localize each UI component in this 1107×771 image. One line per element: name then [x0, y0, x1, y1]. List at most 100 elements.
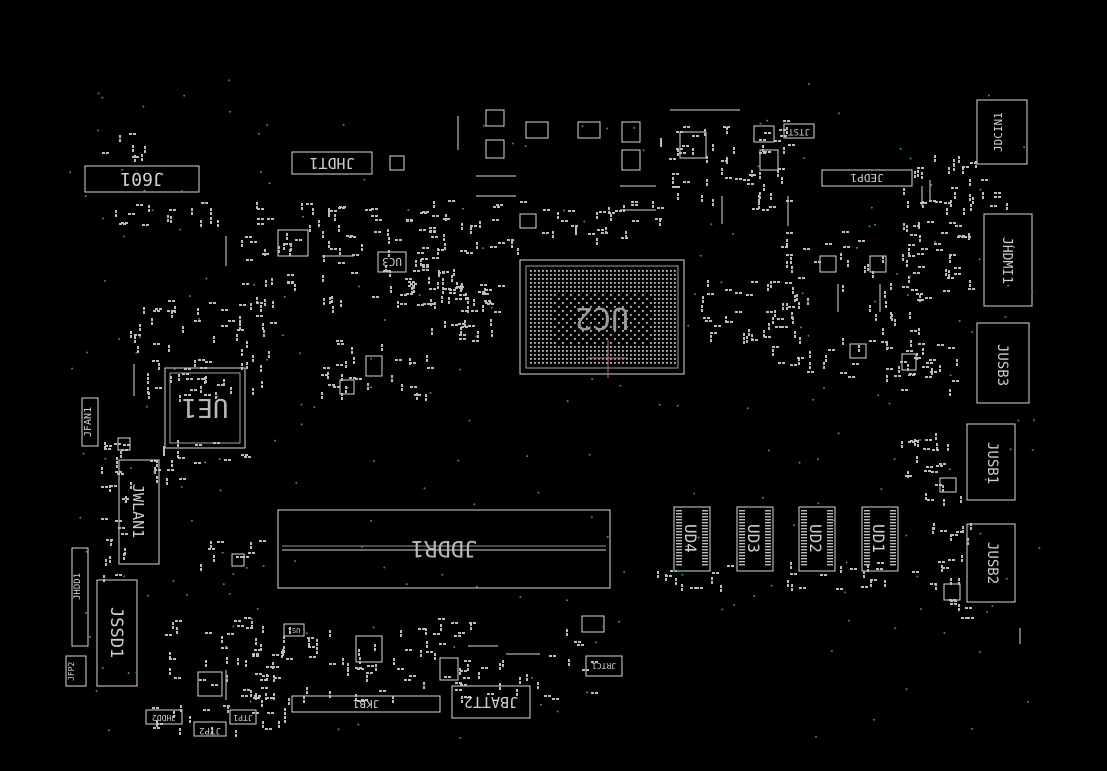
connector-jedp1-outline[interactable] [821, 169, 913, 187]
pad [827, 531, 833, 533]
pad [435, 236, 438, 238]
via [845, 561, 848, 564]
connector-jtp2-outline[interactable] [193, 721, 227, 737]
pad [479, 225, 481, 228]
connector-jhdt1-outline[interactable] [291, 151, 373, 175]
pad [191, 208, 193, 211]
pad [442, 291, 444, 294]
pad [542, 270, 544, 272]
connector-jhdd1-outline[interactable] [71, 547, 89, 647]
pad [914, 234, 917, 236]
pad [332, 306, 334, 309]
chip-uc3-outline[interactable] [377, 251, 407, 273]
connector-jrtc1-outline[interactable] [585, 655, 623, 677]
connector-jbatt2-outline[interactable] [451, 685, 531, 719]
pad [404, 294, 407, 296]
connector-jusb2-outline[interactable] [966, 523, 1016, 603]
via [823, 387, 825, 390]
pad [590, 346, 592, 348]
pad [725, 316, 727, 319]
chip-ud1-outline[interactable] [861, 506, 899, 572]
pad [661, 207, 664, 209]
pad [630, 290, 632, 292]
via [482, 124, 485, 127]
pad [574, 346, 576, 348]
pad [614, 362, 616, 364]
chip-ud3-outline[interactable] [736, 506, 774, 572]
via [123, 575, 126, 578]
pad [105, 486, 108, 488]
via [370, 357, 373, 360]
connector-jusb3-outline[interactable] [976, 322, 1030, 404]
via [173, 368, 176, 370]
pad [765, 558, 771, 560]
pad [209, 361, 212, 363]
via [676, 404, 679, 407]
pad [890, 558, 896, 560]
connector-jwlan1-outline[interactable] [118, 459, 160, 565]
pad [702, 564, 708, 566]
via [767, 519, 770, 522]
pad [618, 278, 620, 280]
pad [443, 218, 446, 220]
pad [530, 294, 532, 296]
connector-jkb1-outline[interactable] [291, 695, 441, 713]
pad [606, 322, 608, 324]
pad [586, 270, 588, 272]
pad [704, 133, 706, 136]
pad [625, 235, 627, 238]
chip-ud2-outline[interactable] [798, 506, 836, 572]
pad [809, 355, 811, 358]
pad [610, 342, 612, 344]
pad [918, 266, 921, 268]
pad [261, 704, 263, 707]
connector-jfp2-outline[interactable] [65, 655, 87, 687]
pad [105, 559, 107, 562]
pad [828, 349, 831, 351]
pad [598, 270, 600, 272]
connector-jhdd2-outline[interactable] [145, 709, 183, 725]
pad [499, 687, 501, 690]
connector-jfan1-outline[interactable] [81, 397, 99, 447]
pad [638, 282, 640, 284]
pad [197, 312, 199, 315]
chip-uc2-outline[interactable] [519, 259, 685, 375]
pad [248, 617, 251, 619]
connector-jtp1-outline[interactable] [229, 709, 257, 725]
pad [646, 274, 648, 276]
pad [241, 625, 244, 627]
pad [323, 367, 326, 369]
connector-jddr1-outline[interactable] [277, 509, 611, 589]
pad [864, 558, 870, 560]
connector-j601-outline[interactable] [84, 165, 200, 193]
pad [256, 206, 258, 209]
pad [596, 212, 598, 215]
via [930, 184, 933, 186]
pad [598, 354, 600, 356]
pad [132, 213, 135, 215]
connector-jusb1-outline[interactable] [966, 423, 1016, 501]
connector-jhdmi1-outline[interactable] [983, 213, 1033, 307]
pad [638, 350, 640, 352]
pad [597, 229, 600, 231]
pad [924, 470, 927, 472]
pad [606, 282, 608, 284]
pad [634, 334, 636, 336]
pad [530, 310, 532, 312]
chip-ud4-outline[interactable] [673, 506, 711, 572]
pad [374, 644, 376, 647]
via [143, 189, 146, 192]
pad [341, 393, 343, 396]
pad [618, 286, 620, 288]
pad [922, 352, 924, 355]
connector-jssd1-outline[interactable] [96, 579, 138, 687]
connector-jdcin1-outline[interactable] [976, 99, 1028, 165]
chip-us1-outline[interactable] [283, 623, 305, 637]
pad [864, 555, 870, 557]
pad [646, 354, 648, 356]
pad [562, 362, 564, 364]
pad [323, 302, 325, 305]
pad [787, 584, 789, 587]
pad [123, 223, 126, 225]
pad [542, 330, 544, 332]
